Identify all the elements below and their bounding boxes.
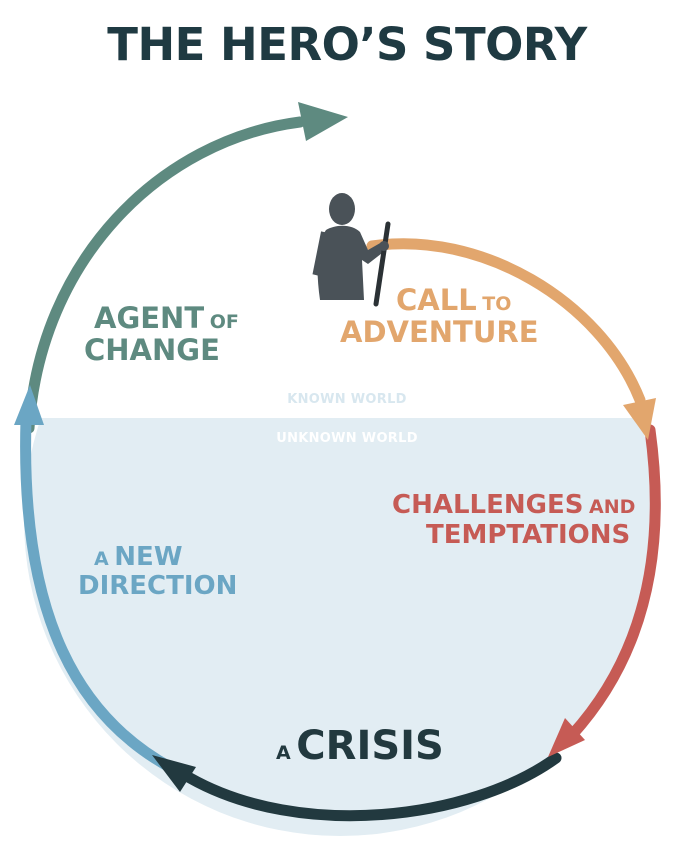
crisis-a-word: A <box>276 742 291 764</box>
unknown-world-region <box>24 418 656 836</box>
agent-of-change-arc <box>23 116 306 434</box>
of-word: OF <box>209 311 239 333</box>
call-arc <box>366 238 646 406</box>
page-title: THE HERO’S STORY <box>107 18 587 71</box>
hiker-with-staff-icon <box>312 193 391 307</box>
crisis-arc <box>184 752 562 822</box>
change-word: CHANGE <box>84 333 220 367</box>
temptations-word: TEMPTATIONS <box>426 520 631 550</box>
call-word: CALL <box>396 283 477 317</box>
new-direction-arc <box>20 414 181 776</box>
agent-arrowhead <box>298 102 348 141</box>
new-direction-label: A NEW <box>94 544 183 570</box>
agent-of-change-label: AGENT OF <box>94 304 239 333</box>
challenges-word: CHALLENGES <box>392 490 584 520</box>
call-to-adventure-label: CALL TO <box>396 286 511 315</box>
new-direction-arrowhead <box>14 385 44 425</box>
direction-word: DIRECTION <box>78 571 238 601</box>
crisis-word: CRISIS <box>296 723 444 769</box>
call-arrowhead <box>623 398 656 440</box>
challenges-label: CHALLENGES AND <box>392 492 635 518</box>
direction-a-word: A <box>94 548 109 570</box>
new-word: NEW <box>114 542 183 572</box>
crisis-label: A CRISIS <box>276 726 444 766</box>
to-word: TO <box>482 293 512 315</box>
adventure-word: ADVENTURE <box>340 315 539 349</box>
agent-word: AGENT <box>94 301 205 335</box>
challenges-arc <box>566 424 661 741</box>
unknown-world-label: UNKNOWN WORLD <box>276 431 418 446</box>
known-world-label: KNOWN WORLD <box>287 392 407 407</box>
and-word: AND <box>589 496 636 518</box>
challenges-arrowhead <box>548 718 585 757</box>
crisis-arrowhead <box>152 755 196 792</box>
